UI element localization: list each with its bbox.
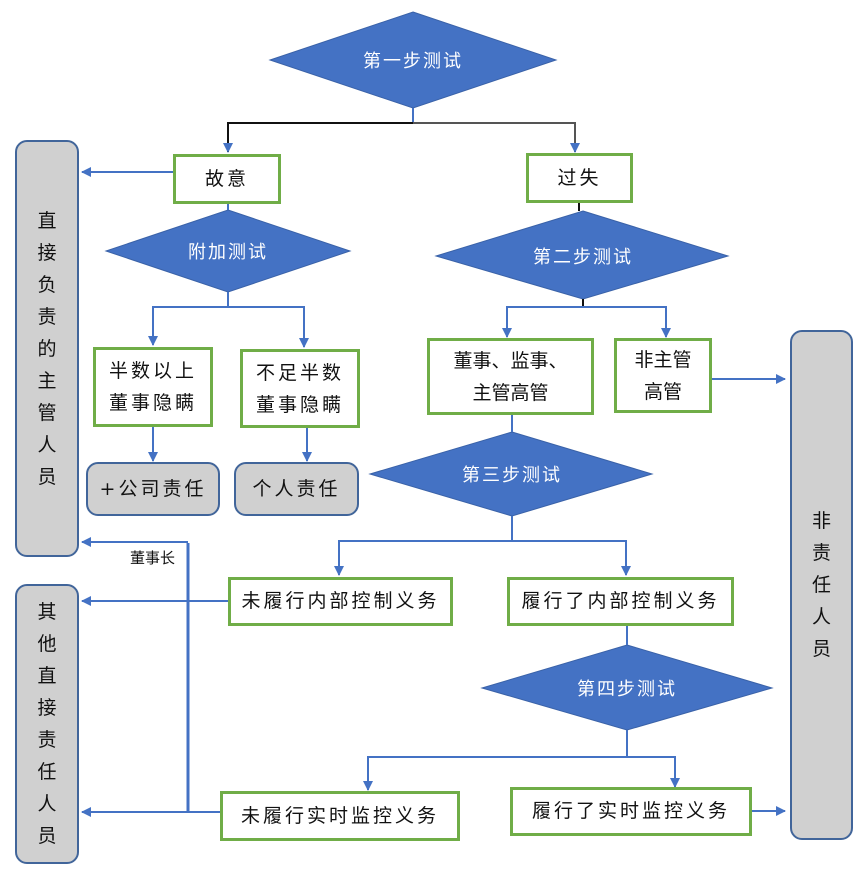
terminal-other-char: 人 [37,793,57,815]
terminal-direct-char: 员 [37,465,57,488]
terminal-personal-label: 个人责任 [252,477,341,500]
box-minority-line1: 不足半数 [255,361,344,384]
terminal-direct-supervisors: 直 接 负 责 的 主 管 人 员 [15,140,79,557]
box-did-internal-label: 履行了内部控制义务 [521,590,720,612]
decision-step3-label: 第三步测试 [462,465,562,486]
terminal-nonresp-char: 任 [811,574,831,596]
terminal-other-char: 他 [37,633,57,655]
terminal-other-char: 任 [37,761,57,783]
terminal-personal-liability: 个人责任 [234,462,359,516]
connector-step4-to-did-realtime [627,756,680,788]
terminal-direct-char: 主 [37,369,57,392]
terminal-direct-char: 管 [37,401,57,424]
terminal-nonresp-char: 人 [811,606,831,628]
terminal-company-liability: +公司责任 [86,462,220,516]
connector-step3-to-no-internal [334,540,512,576]
terminal-direct-char: 人 [37,433,57,456]
edge-label-chairman: 董事长 [130,549,176,567]
terminal-nonresp-char: 非 [811,510,831,532]
connector-step3-to-did-internal [512,540,631,576]
terminal-other-char: 其 [37,601,57,623]
connector-additional-to-majority [148,306,228,346]
terminal-direct-char: 接 [37,241,57,264]
box-no-internal-control: 未履行内部控制义务 [228,577,453,626]
decision-step4-label: 第四步测试 [577,679,677,700]
terminal-other-direct: 其 他 直 接 责 任 人 员 [15,584,79,864]
box-directors-supervisors: 董事、监事、 主管高管 [427,338,594,415]
terminal-other-char: 责 [37,729,57,751]
box-did-realtime-label: 履行了实时监控义务 [531,800,730,822]
box-directors-line2: 主管高管 [472,381,549,404]
box-no-internal-label: 未履行内部控制义务 [241,590,440,612]
box-no-realtime-monitor: 未履行实时监控义务 [220,791,460,841]
connector-additional-to-minority [228,306,309,348]
terminal-nonresp-char: 员 [811,638,831,660]
connector-step2-to-directors [502,306,583,338]
connector-step4-to-no-realtime [363,756,627,791]
box-nonmanaging-line1: 非主管 [634,348,692,371]
box-non-managing-exec: 非主管 高管 [614,338,712,413]
box-negligence-label: 过失 [557,166,602,189]
box-did-realtime-monitor: 履行了实时监控义务 [510,787,752,836]
box-directors-line1: 董事、监事、 [453,349,568,372]
box-nonmanaging-line2: 高管 [643,380,682,403]
terminal-non-responsible: 非 责 任 人 员 [790,330,853,840]
terminal-nonresp-char: 责 [811,542,831,564]
box-minority-concealment: 不足半数 董事隐瞒 [240,349,360,428]
box-did-internal-control: 履行了内部控制义务 [507,577,734,626]
terminal-direct-char: 责 [37,305,57,328]
terminal-other-char: 直 [37,665,57,687]
terminal-direct-char: 的 [37,337,57,360]
box-intent-label: 故意 [204,167,249,190]
box-majority-concealment: 半数以上 董事隐瞒 [93,347,213,427]
box-minority-line2: 董事隐瞒 [255,393,344,416]
terminal-company-label: +公司责任 [99,477,207,500]
box-no-realtime-label: 未履行实时监控义务 [240,804,439,827]
box-majority-line1: 半数以上 [108,360,197,382]
box-negligence: 过失 [526,153,633,203]
terminal-other-char: 接 [37,697,57,719]
box-majority-line2: 董事隐瞒 [108,392,197,414]
connector-step1-to-intent [223,122,413,153]
decision-additional-label: 附加测试 [188,242,268,263]
decision-step2-label: 第二步测试 [533,247,633,268]
terminal-direct-char: 直 [37,209,57,232]
terminal-other-char: 员 [37,825,57,847]
terminal-direct-char: 负 [37,273,57,296]
box-intent: 故意 [173,154,281,204]
connector-step1-to-negligence [413,122,580,153]
connector-step2-to-nonmanaging [583,306,671,338]
decision-step1-label: 第一步测试 [363,51,463,72]
